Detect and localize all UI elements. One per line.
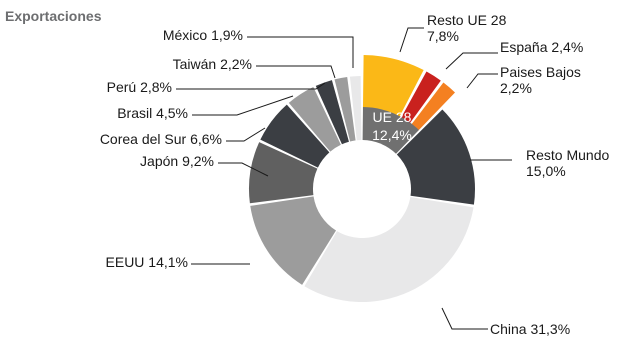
slice-taiwan bbox=[334, 76, 356, 142]
leader-brasil bbox=[192, 95, 294, 116]
leader-paises-bajos bbox=[466, 73, 498, 89]
inner-ring-name: UE 28 bbox=[373, 109, 412, 125]
slice-eeuu bbox=[250, 196, 337, 285]
leader-resto-ue-28 bbox=[399, 27, 424, 53]
label-peru: Perú 2,8% bbox=[107, 79, 172, 95]
slice-japon bbox=[249, 142, 318, 204]
leader-lines bbox=[176, 27, 512, 330]
leader-espana bbox=[445, 52, 498, 70]
slice-corea-del-sur bbox=[260, 104, 330, 168]
label-mexico: México 1,9% bbox=[163, 27, 243, 43]
leader-peru bbox=[176, 82, 326, 90]
inner-ring-value: 12,4% bbox=[372, 127, 412, 143]
leader-taiwan bbox=[256, 65, 336, 79]
slice-paises-bajos bbox=[410, 82, 456, 132]
slice-espana bbox=[400, 71, 441, 125]
label-china: China 31,3% bbox=[490, 321, 570, 337]
label-japon: Japón 9,2% bbox=[140, 153, 214, 169]
slice-brasil bbox=[288, 87, 341, 152]
label-corea-del-sur: Corea del Sur 6,6% bbox=[100, 131, 222, 147]
leader-mexico bbox=[247, 36, 354, 68]
leader-china bbox=[441, 307, 488, 330]
leader-japon bbox=[218, 162, 269, 177]
donut-rings bbox=[249, 55, 475, 302]
label-espana: España 2,4% bbox=[500, 39, 583, 55]
inner-ring-label: UE 28 12,4% bbox=[372, 109, 412, 143]
slice-resto-ue-28 bbox=[362, 55, 424, 118]
leader-corea-del-sur bbox=[226, 127, 266, 142]
label-brasil: Brasil 4,5% bbox=[117, 105, 188, 121]
slice-china bbox=[304, 196, 474, 302]
slice-inner-ue-28 bbox=[362, 107, 419, 154]
chart-title: Exportaciones bbox=[5, 8, 102, 24]
slice-resto-mundo bbox=[396, 109, 475, 205]
label-eeuu: EEUU 14,1% bbox=[106, 254, 188, 270]
slice-mexico bbox=[349, 76, 362, 141]
slice-peru bbox=[315, 80, 349, 145]
label-taiwan: Taiwán 2,2% bbox=[173, 56, 252, 72]
